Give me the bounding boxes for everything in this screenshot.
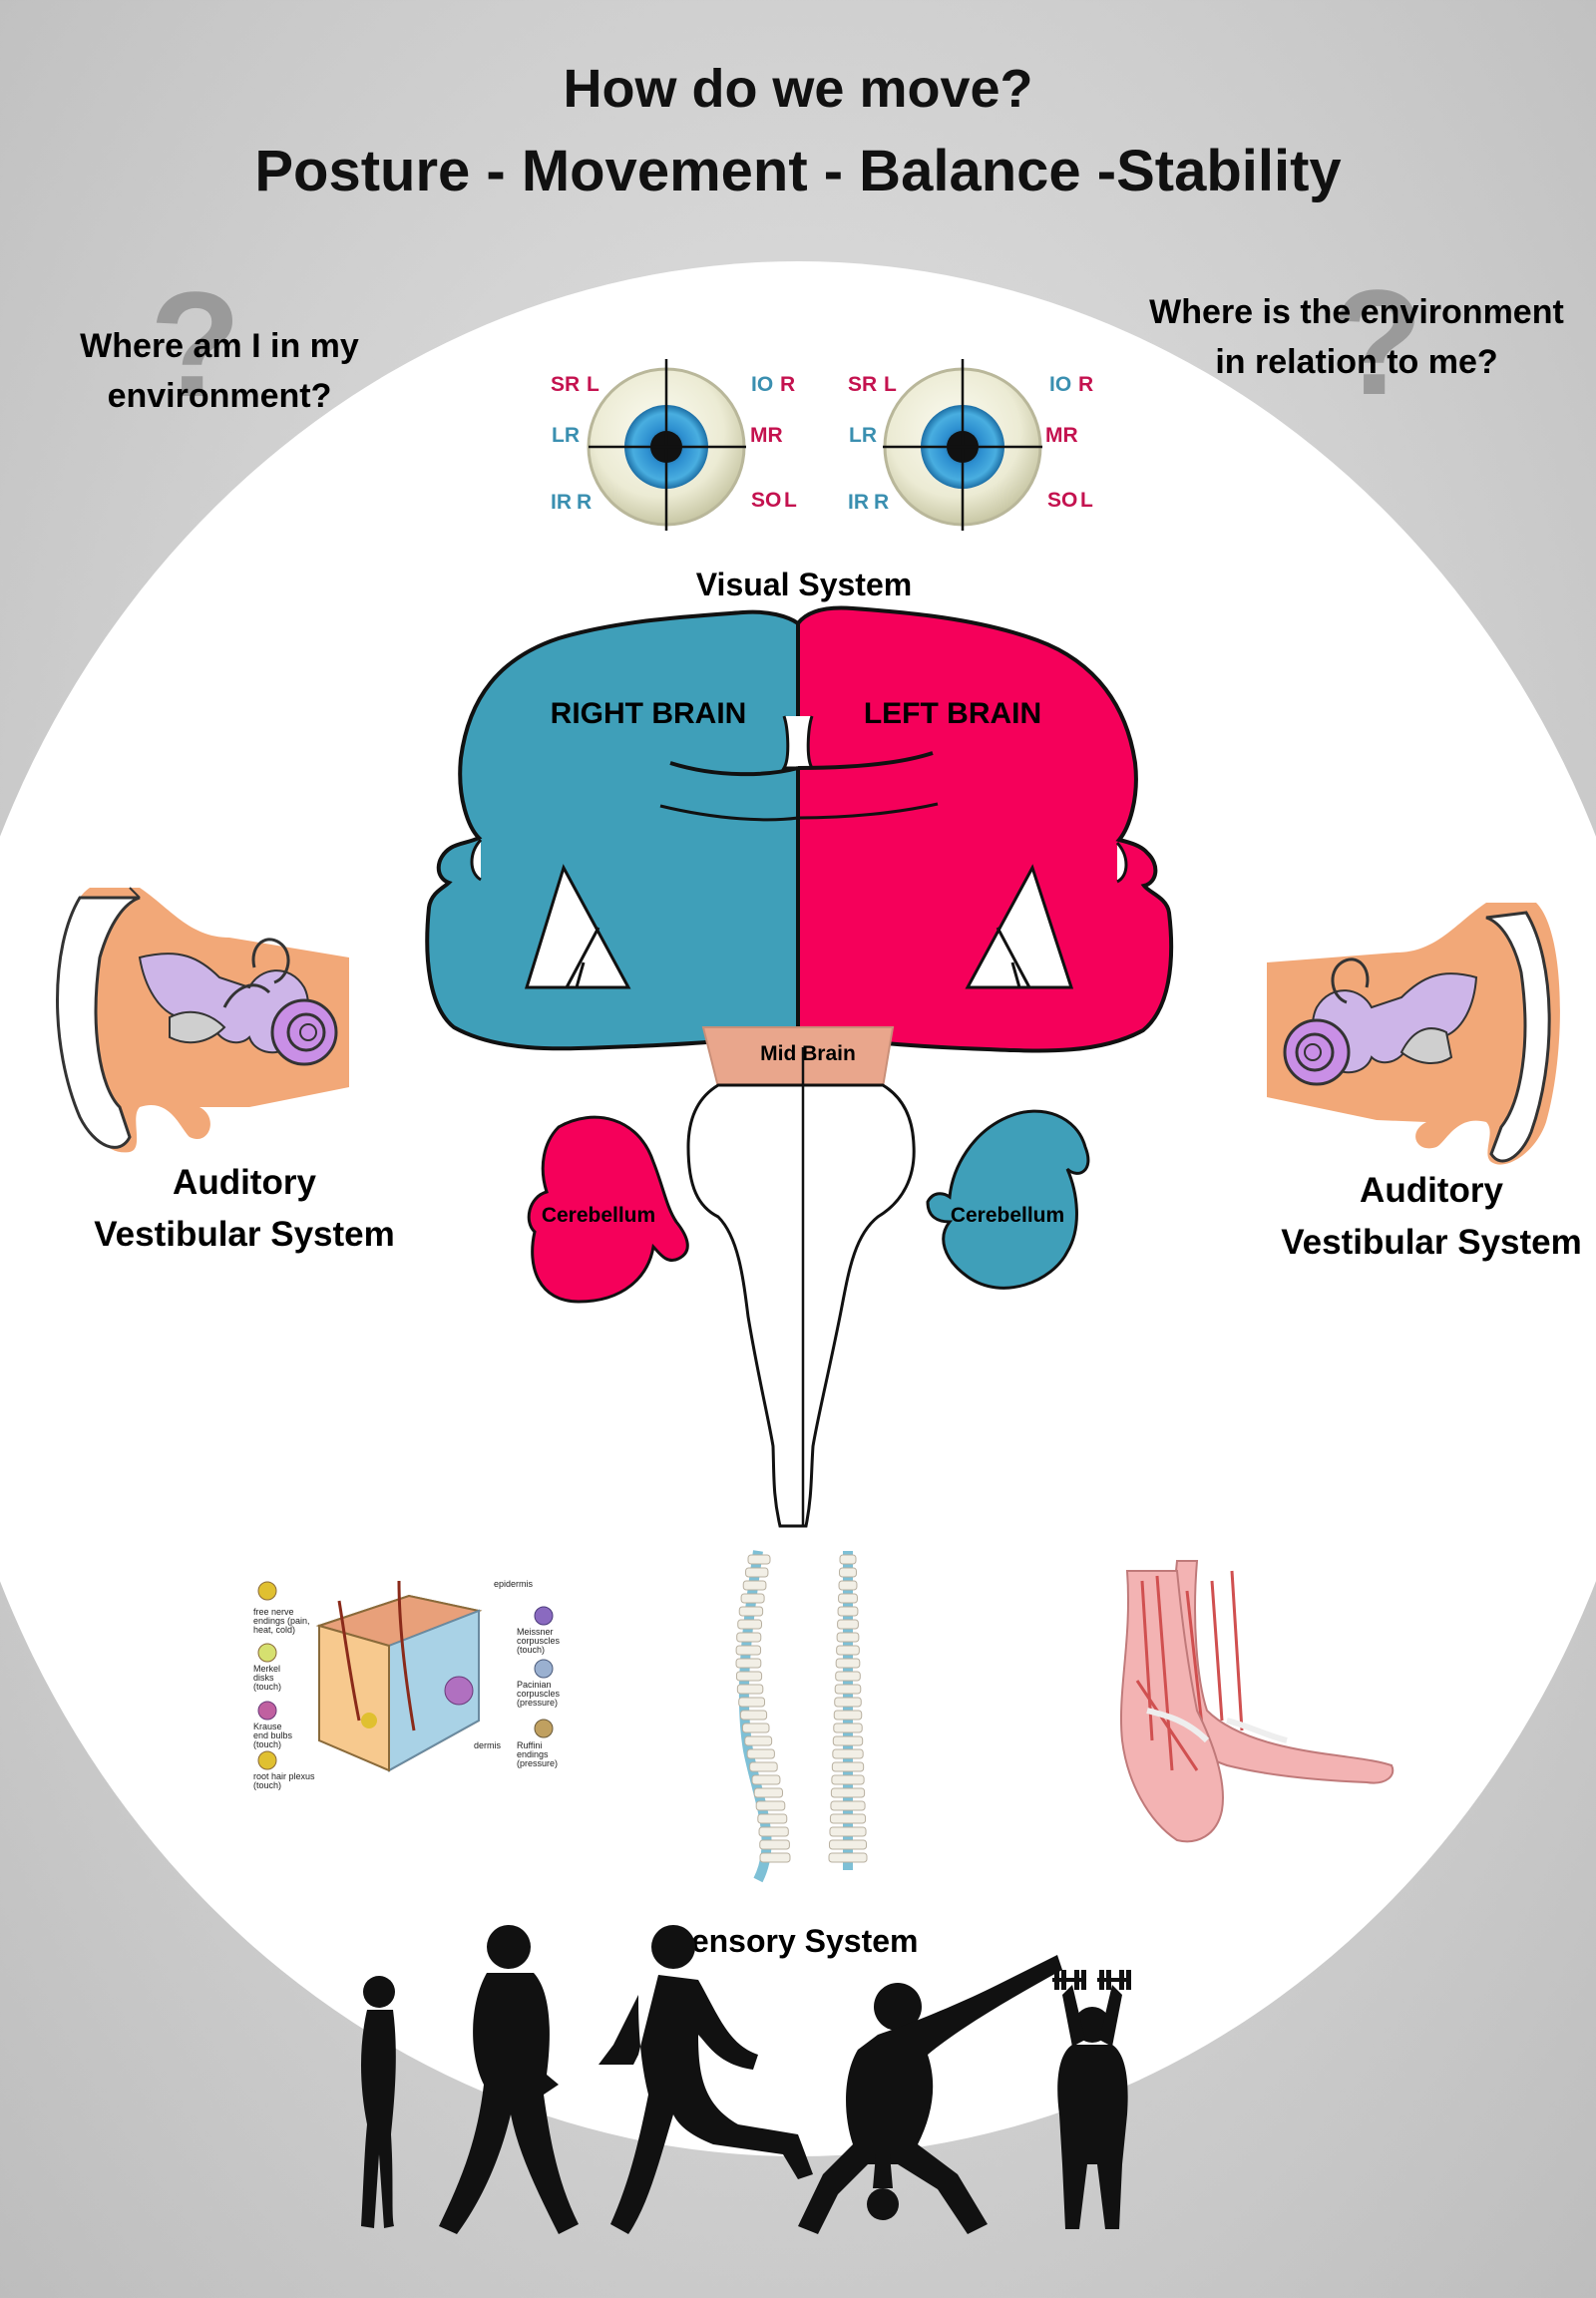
- auditory-vestibular-left: Auditory Vestibular System: [50, 1157, 439, 1261]
- merkel-label-3: (touch): [253, 1682, 281, 1692]
- pacinian-label-2: corpuscles: [517, 1689, 561, 1699]
- vertebra: [747, 1554, 771, 1565]
- vertebra: [753, 1787, 783, 1798]
- vertebra: [737, 1619, 762, 1630]
- skin-receptors-diagram: free nerve endings (pain, heat, cold) Me…: [253, 1579, 561, 1790]
- question-left: Where am I in my environment?: [40, 321, 399, 421]
- vertebra: [755, 1800, 786, 1811]
- vertebra: [759, 1839, 790, 1850]
- vertebra: [831, 1774, 865, 1785]
- krause-label-1: Krause: [253, 1722, 282, 1731]
- vertebra: [829, 1826, 867, 1837]
- vertebra: [829, 1813, 867, 1824]
- vertebra: [739, 1710, 768, 1721]
- krause-label-3: (touch): [253, 1739, 281, 1749]
- ruffini-label-2: endings: [517, 1749, 549, 1759]
- spine-illustration: [735, 1550, 868, 1883]
- free-nerve-label-3: heat, cold): [253, 1625, 295, 1635]
- epidermis-label: epidermis: [494, 1579, 534, 1589]
- vertebra: [759, 1852, 791, 1863]
- auditory-left-line1: Auditory: [173, 1163, 316, 1202]
- vertebra: [833, 1723, 863, 1733]
- question-right-line2: in relation to me?: [1215, 343, 1498, 381]
- krause-label-2: end bulbs: [253, 1730, 293, 1740]
- vertebra: [746, 1748, 775, 1759]
- spine-side-view: [735, 1550, 791, 1883]
- vertebra: [735, 1645, 762, 1656]
- vertebra: [736, 1684, 764, 1695]
- question-mark-icon: ?: [1332, 258, 1423, 426]
- meissner-label-2: corpuscles: [517, 1636, 561, 1646]
- vertebra: [735, 1671, 763, 1682]
- vertebra: [839, 1554, 857, 1565]
- free-nerve-label-2: endings (pain,: [253, 1616, 310, 1626]
- vertebra: [738, 1606, 764, 1617]
- vertebra: [838, 1593, 858, 1604]
- feet-illustration: [1119, 1560, 1395, 1843]
- vertebra: [835, 1671, 861, 1682]
- vertebra: [745, 1567, 769, 1578]
- vertebra: [758, 1826, 789, 1837]
- vertebra: [830, 1800, 866, 1811]
- vertebra: [735, 1658, 762, 1669]
- auditory-right-line1: Auditory: [1360, 1171, 1503, 1210]
- meissner-label-3: (touch): [517, 1645, 545, 1655]
- vertebra: [837, 1606, 859, 1617]
- vertebra: [837, 1619, 859, 1630]
- ruffini-label-1: Ruffini: [517, 1740, 542, 1750]
- page-subtitle: Posture - Movement - Balance -Stability: [254, 139, 1342, 203]
- vertebra: [839, 1567, 857, 1578]
- vertebra: [836, 1632, 860, 1643]
- cochlea-icon: [270, 998, 338, 1066]
- vertebra: [834, 1684, 862, 1695]
- merkel-label-2: disks: [253, 1673, 274, 1683]
- right-ear-illustration: [1267, 903, 1560, 1165]
- vertebra: [835, 1658, 861, 1669]
- pacinian-label-3: (pressure): [517, 1698, 558, 1708]
- question-right: Where is the environment in relation to …: [1117, 287, 1596, 387]
- left-ear-illustration: [56, 887, 349, 1153]
- dermis-label: dermis: [474, 1740, 502, 1750]
- vertebra: [833, 1710, 863, 1721]
- vertebra: [832, 1748, 864, 1759]
- vertebra: [832, 1735, 864, 1746]
- vertebra: [751, 1774, 781, 1785]
- question-left-line1: Where am I in my: [80, 327, 359, 365]
- ruffini-label-3: (pressure): [517, 1758, 558, 1768]
- vertebra: [742, 1580, 767, 1591]
- page-title: How do we move?: [563, 59, 1033, 119]
- vertebra: [740, 1593, 765, 1604]
- cochlea-icon: [1283, 1018, 1351, 1086]
- receptor-icons: [257, 1581, 554, 1770]
- vertebra: [836, 1645, 860, 1656]
- vertebra: [828, 1852, 868, 1863]
- vertebra: [749, 1761, 778, 1772]
- vertebra: [757, 1813, 788, 1824]
- pacinian-label-1: Pacinian: [517, 1680, 552, 1690]
- auditory-vestibular-right: Auditory Vestibular System: [1237, 1165, 1596, 1269]
- spine-front-view: [828, 1551, 868, 1870]
- vertebra: [838, 1580, 858, 1591]
- free-nerve-label-1: free nerve: [253, 1607, 294, 1617]
- root-hair-label-2: (touch): [253, 1780, 281, 1790]
- auditory-right-line2: Vestibular System: [1281, 1223, 1582, 1262]
- merkel-label-1: Merkel: [253, 1664, 280, 1674]
- vertebra: [744, 1735, 773, 1746]
- meissner-label-1: Meissner: [517, 1627, 554, 1637]
- question-right-line1: Where is the environment: [1149, 293, 1564, 331]
- vertebra: [831, 1761, 865, 1772]
- kettlebell-icon: [867, 2188, 899, 2220]
- auditory-left-line2: Vestibular System: [94, 1215, 395, 1254]
- root-hair-label-1: root hair plexus: [253, 1771, 315, 1781]
- vertebra: [830, 1787, 866, 1798]
- vertebra: [834, 1697, 862, 1708]
- sensory-system-label: Sensory System: [669, 1923, 919, 1959]
- vertebra: [736, 1632, 762, 1643]
- question-left-line2: environment?: [107, 377, 332, 415]
- vertebra: [741, 1723, 770, 1733]
- vertebra: [738, 1697, 766, 1708]
- visual-system-label: Visual System: [695, 567, 913, 602]
- question-mark-icon: ?: [150, 260, 241, 428]
- vertebra: [828, 1839, 868, 1850]
